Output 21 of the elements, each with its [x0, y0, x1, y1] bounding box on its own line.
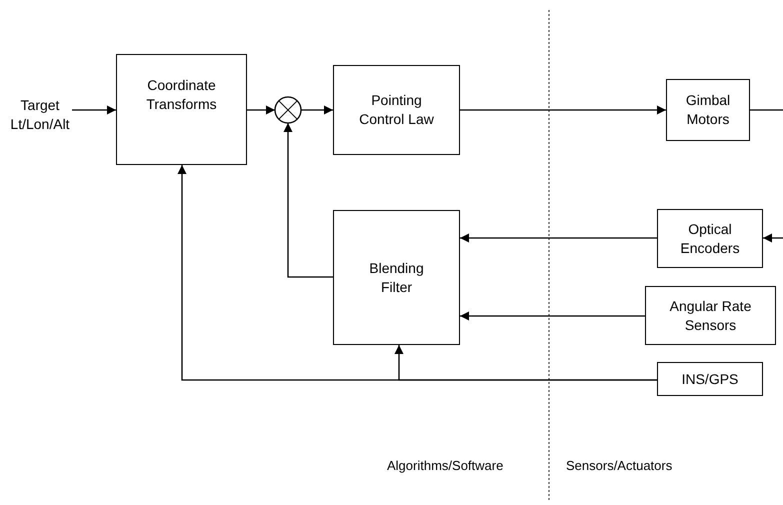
input-label: Target Lt/Lon/Alt: [8, 92, 72, 138]
region-label: Sensors/Actuators: [566, 458, 672, 473]
process-box: Pointing Control Law: [333, 65, 460, 155]
process-box: Optical Encoders: [657, 209, 763, 268]
arrow: [763, 234, 783, 242]
arrow: [247, 106, 275, 114]
process-box: Angular Rate Sensors: [645, 286, 776, 345]
arrow: [178, 165, 657, 381]
connector-line: [750, 109, 783, 111]
arrow: [460, 312, 645, 320]
arrow: [301, 106, 333, 114]
process-box: INS/GPS: [657, 362, 763, 396]
arrow: [72, 106, 116, 114]
arrow: [460, 106, 666, 114]
summing-junction: [274, 96, 302, 124]
arrow: [460, 234, 657, 242]
process-box: Blending Filter: [333, 210, 460, 345]
process-box: Coordinate Transforms: [116, 54, 247, 165]
region-label: Algorithms/Software: [387, 458, 504, 473]
arrow: [284, 123, 333, 278]
process-box: Gimbal Motors: [666, 79, 750, 141]
